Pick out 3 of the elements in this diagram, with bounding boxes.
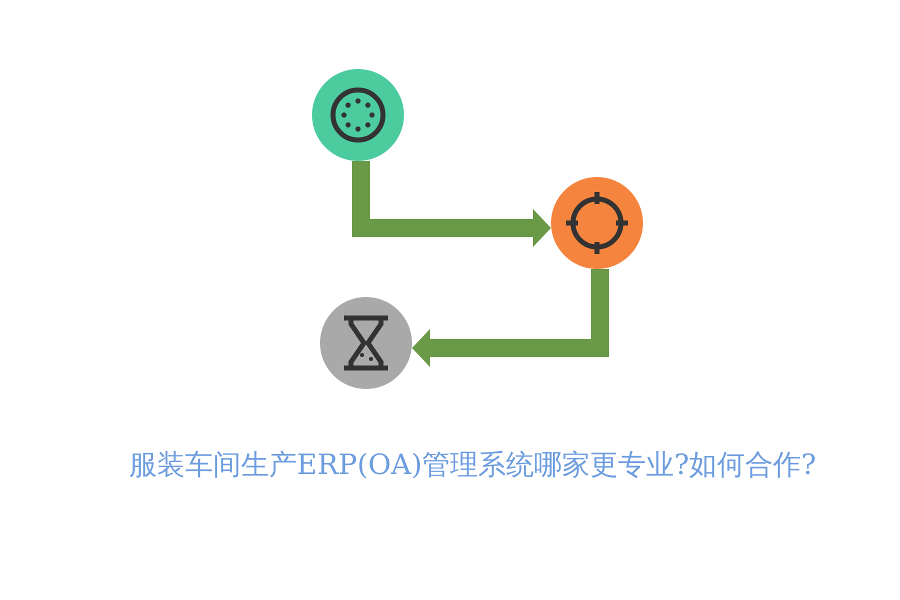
arrow (352, 161, 551, 247)
title: 服装车间生产ERP(OA)管理系统哪家更专业?如何合作? (128, 447, 816, 483)
arrow (412, 269, 609, 367)
